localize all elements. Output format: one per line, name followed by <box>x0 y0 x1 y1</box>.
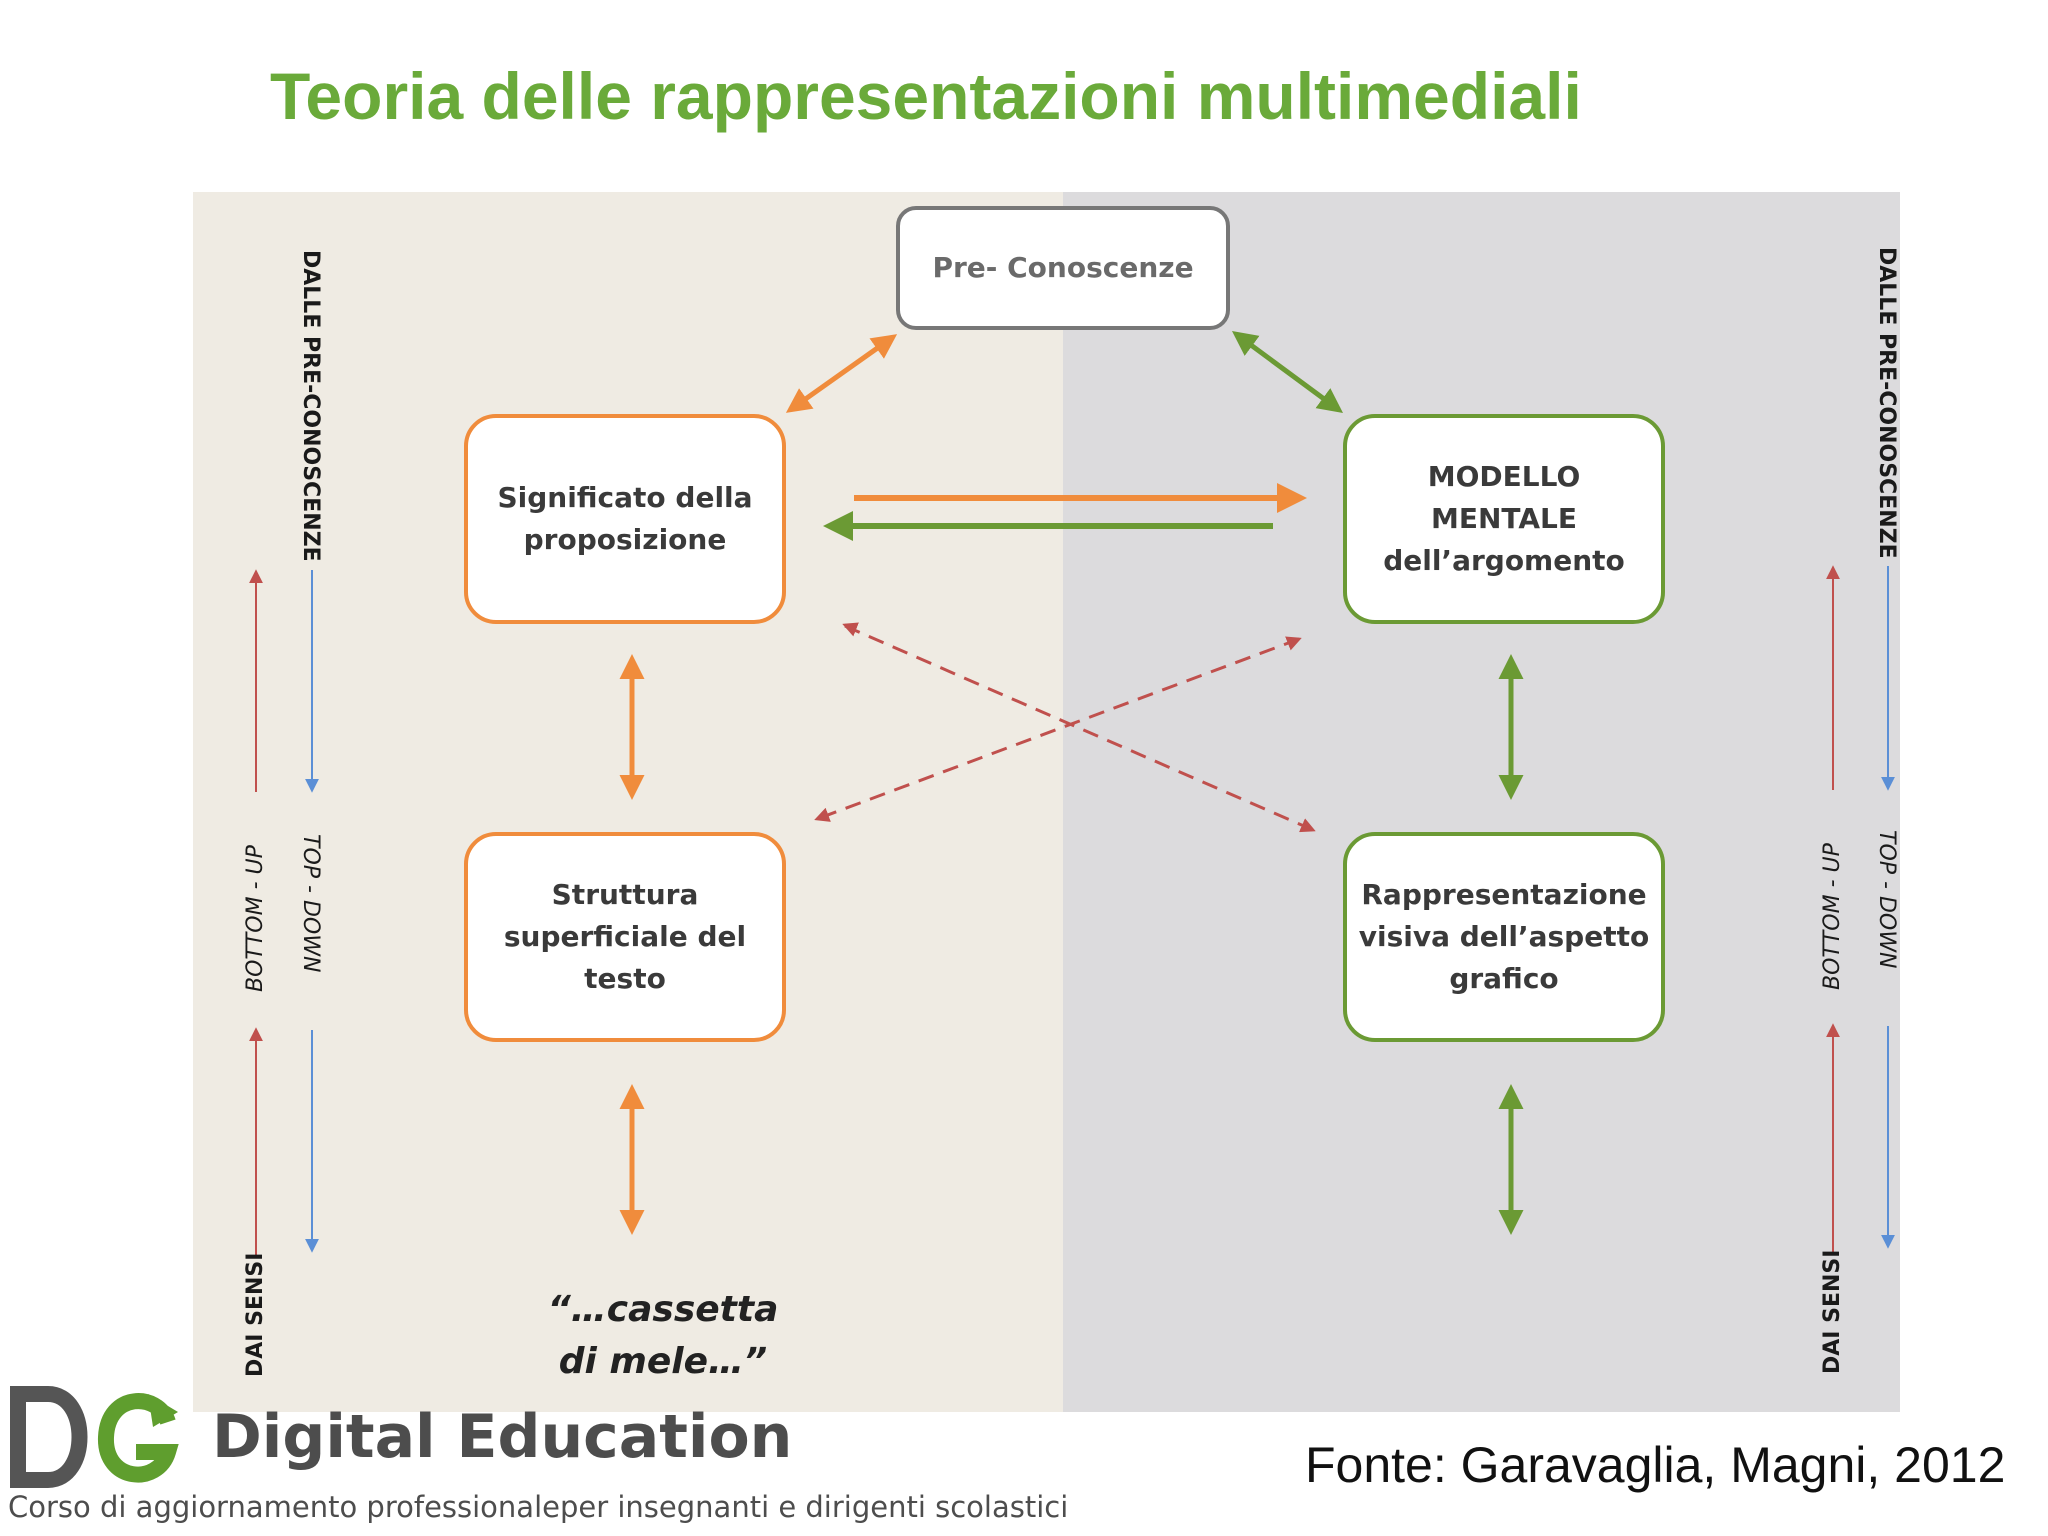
dg-logo-mark <box>10 1386 179 1488</box>
bottom-up-label-left: BOTTOM - UP <box>243 845 268 992</box>
visual-panel <box>1063 192 1900 1412</box>
source-citation: Fonte: Garavaglia, Magni, 2012 <box>1305 1437 2006 1493</box>
logo-name: Digital Education <box>212 1402 793 1472</box>
arrow-pre-significato <box>787 331 791 334</box>
bottom-up-label-right: BOTTOM - UP <box>1820 843 1845 990</box>
diagram: Pre- Conoscenze Significato della propos… <box>193 192 1900 1412</box>
pre-conoscenze-box: Pre- Conoscenze <box>896 206 1230 330</box>
dalle-preconoscenze-label-left: DALLE PRE-CONOSCENZE <box>298 250 323 562</box>
struttura-box: Struttura superficiale del testo <box>464 832 786 1042</box>
logo-subtitle: Corso di aggiornamento professionaleper … <box>8 1490 1069 1524</box>
arrow-significato-pre <box>785 334 898 413</box>
dai-sensi-label-right: DAI SENSI <box>1820 1249 1845 1374</box>
rappresentazione-box: Rappresentazione visiva dell’aspetto gra… <box>1343 832 1665 1042</box>
dashed-arrow-modello-struttura <box>814 637 1300 822</box>
connector-layer <box>249 331 1895 1257</box>
top-down-label-right: TOP - DOWN <box>1874 830 1899 969</box>
text-example-quote: “…cassetta di mele…” <box>547 1289 779 1382</box>
dashed-arrow-reverse-tip <box>842 622 859 637</box>
arrow-pre-modello <box>1231 331 1344 413</box>
dai-sensi-label-left: DAI SENSI <box>243 1252 268 1377</box>
dalle-preconoscenze-label-right: DALLE PRE-CONOSCENZE <box>1874 247 1899 559</box>
modello-mentale-box: MODELLO MENTALE dell’argomento <box>1343 414 1665 624</box>
dashed-arrow-reverse-tip-2 <box>1285 636 1302 651</box>
significato-box: Significato della proposizione <box>464 414 786 624</box>
dashed-arrow-significato-rappresentazione <box>844 624 1316 833</box>
top-down-label-left: TOP - DOWN <box>298 834 323 973</box>
slide-title: Teoria delle rappresentazioni multimedia… <box>270 59 1582 133</box>
